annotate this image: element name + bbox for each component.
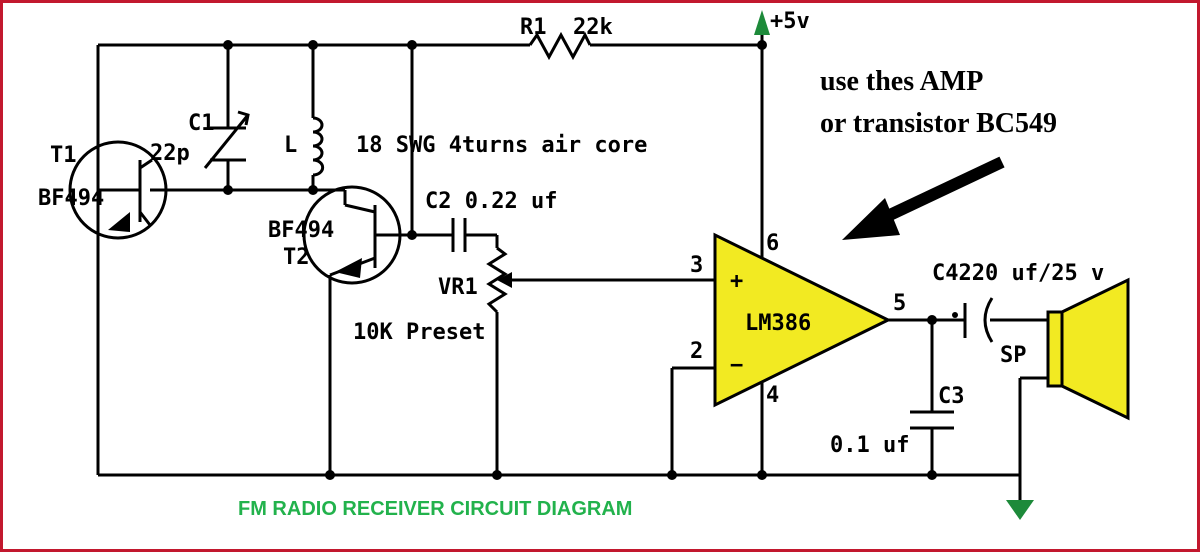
- pointer-arrow-icon: [842, 156, 1005, 240]
- sp-label: SP: [1000, 343, 1027, 368]
- t1-transistor: [68, 140, 168, 240]
- r1-value-label: 22k: [573, 15, 613, 40]
- pin5-label: 5: [893, 291, 906, 316]
- inductor-label: L: [284, 133, 297, 158]
- c3-value-label: 0.1 uf: [830, 433, 909, 458]
- r1-resistor: [528, 31, 592, 61]
- vr1-label: VR1: [438, 275, 478, 300]
- diagram-title: FM RADIO RECEIVER CIRCUIT DIAGRAM: [238, 498, 632, 520]
- lm386-amplifier: [713, 232, 892, 408]
- labels: R1 22k +5v C1 22p T1 BF494 L 18 SWG 4tur…: [38, 9, 1104, 520]
- c2-label: C2 0.22 uf: [425, 189, 557, 214]
- supply-label: +5v: [770, 9, 810, 34]
- c4-label: C4220 uf/25 v: [932, 261, 1104, 286]
- amp-minus-label: −: [730, 353, 743, 378]
- amp-label: LM386: [745, 311, 811, 336]
- t2-transistor: [302, 185, 402, 285]
- pin6-label: 6: [766, 231, 779, 256]
- note-line2: or transistor BC549: [820, 108, 1057, 139]
- t2-label: T2: [283, 245, 310, 270]
- supply-arrow-icon: [754, 10, 770, 35]
- vr1-potentiometer: [486, 246, 515, 314]
- wires: [96, 20, 1050, 500]
- c1-variable-capacitor: [203, 110, 250, 169]
- junctions: [223, 40, 937, 480]
- pin2-label: 2: [690, 339, 703, 364]
- c1-value-label: 22p: [150, 141, 190, 166]
- t1-label: T1: [50, 143, 77, 168]
- ground-icon: [1006, 500, 1034, 520]
- c4-capacitor: [952, 297, 994, 343]
- inductor-desc-label: 18 SWG 4turns air core: [356, 133, 647, 158]
- amp-plus-label: +: [730, 269, 743, 294]
- note-line1: use thes AMP: [820, 66, 983, 97]
- schematic: R1 22k +5v C1 22p T1 BF494 L 18 SWG 4tur…: [38, 9, 1130, 520]
- c3-label: C3: [938, 384, 965, 409]
- r1-label: R1: [520, 15, 547, 40]
- c2-capacitor: [451, 218, 467, 252]
- c1-label: C1: [188, 111, 215, 136]
- amp-triangle: [713, 232, 892, 408]
- inductor-coil: [312, 116, 325, 177]
- speaker-icon: [1046, 277, 1130, 421]
- c3-capacitor: [910, 410, 954, 430]
- pin4-label: 4: [766, 383, 779, 408]
- t1-type-label: BF494: [38, 186, 104, 211]
- pin3-label: 3: [690, 253, 703, 278]
- t2-type-label: BF494: [268, 218, 334, 243]
- vr1-desc-label: 10K Preset: [353, 320, 485, 345]
